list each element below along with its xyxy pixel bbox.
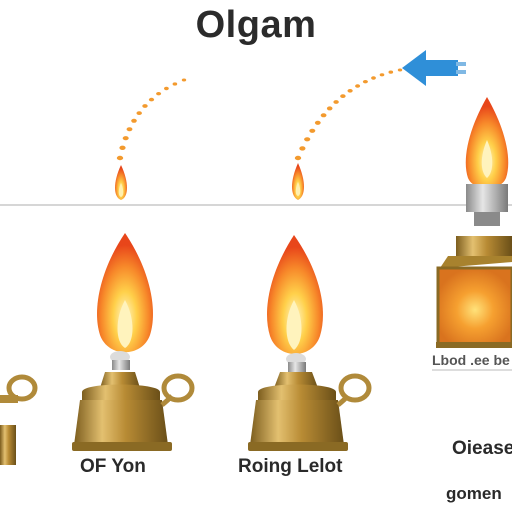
arc-dot: [172, 82, 178, 86]
arc-dot: [131, 118, 137, 123]
right-lamp-small-label: Lbod .ee be: [432, 352, 510, 368]
arc-dot: [371, 76, 376, 80]
oil-lamp-left: [72, 233, 195, 451]
arc-dot: [388, 70, 394, 74]
arc-dot: [309, 128, 316, 133]
arc-dot: [340, 94, 346, 98]
right-lamp-caption-bottom: gomen: [446, 484, 502, 503]
arc-dot: [122, 136, 129, 141]
arc-dot: [156, 92, 162, 96]
small-flame-middle: [292, 163, 304, 200]
oil-lamp-middle: [248, 235, 372, 451]
arrow-left-icon: [402, 50, 466, 86]
dotted-arc-left: [116, 78, 187, 161]
arc-dot: [181, 78, 187, 82]
page-title: Olgam: [195, 4, 317, 46]
arc-dot: [326, 106, 333, 111]
arc-dot: [397, 68, 403, 72]
arc-dot: [333, 100, 339, 104]
arc-dot: [116, 155, 124, 161]
arc-dot: [355, 84, 361, 88]
arc-dot: [126, 127, 133, 132]
lamp-handle-partial-left: [0, 374, 38, 465]
left-lamp-caption: OF Yon: [80, 456, 146, 477]
dotted-arc-right: [294, 68, 403, 161]
arc-dot: [314, 120, 321, 125]
arc-dot: [299, 146, 306, 151]
right-lamp-caption: Oiease: [452, 438, 512, 459]
arc-dot: [119, 145, 126, 150]
arc-dot: [142, 104, 148, 108]
arc-dot: [379, 73, 385, 77]
oil-lamp-right: [436, 97, 512, 348]
arc-dot: [164, 86, 169, 91]
arc-dot: [148, 97, 155, 102]
small-flame-left: [115, 165, 127, 200]
arc-dot: [136, 111, 142, 115]
arc-dot: [320, 113, 327, 118]
arc-dot: [362, 80, 368, 84]
middle-lamp-caption: Roing Lelot: [238, 456, 343, 477]
arc-dot: [304, 137, 311, 142]
arc-dot: [347, 89, 353, 93]
arc-dot: [294, 155, 302, 161]
